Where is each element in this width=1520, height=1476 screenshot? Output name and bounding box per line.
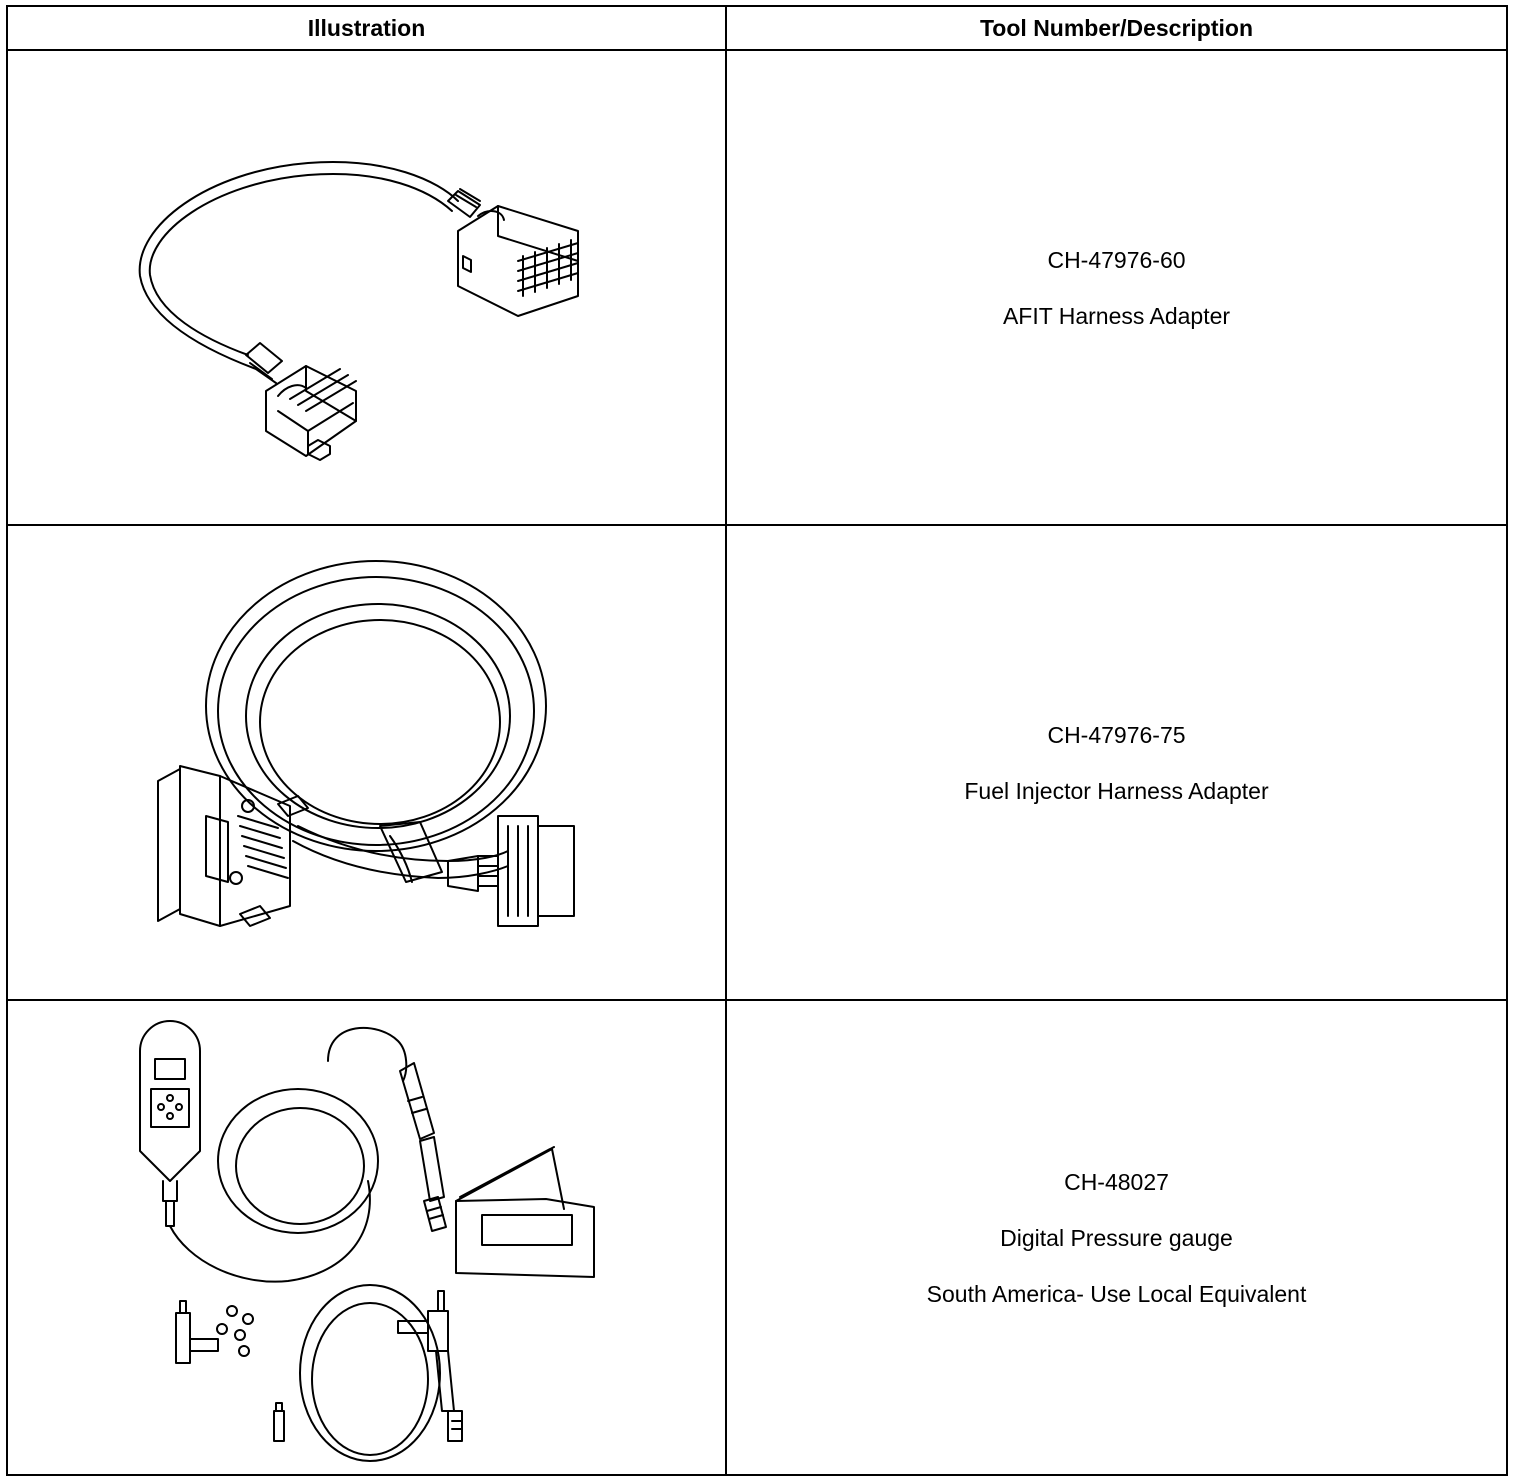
tool-description-cell: CH-48027 Digital Pressure gauge South Am… — [725, 999, 1508, 1476]
tool-description-cell: CH-47976-60 AFIT Harness Adapter — [725, 49, 1508, 526]
tool-number: CH-48027 — [1064, 1168, 1169, 1195]
illustration-cell — [6, 524, 727, 1001]
tool-number: CH-47976-60 — [1047, 246, 1186, 273]
tool-column-header: Tool Number/Description — [725, 5, 1508, 51]
illustration-cell — [6, 999, 727, 1476]
table-row: CH-47976-60 AFIT Harness Adapter — [6, 49, 1508, 526]
tool-regional-note: South America- Use Local Equivalent — [926, 1280, 1307, 1307]
illustration-cell — [6, 49, 727, 526]
afit-harness-adapter-icon — [8, 51, 725, 522]
tool-description: Digital Pressure gauge — [1000, 1224, 1233, 1251]
illustration-column-header: Illustration — [6, 5, 727, 51]
table-header-row: Illustration Tool Number/Description — [6, 5, 1508, 51]
table-row: CH-47976-75 Fuel Injector Harness Adapte… — [6, 524, 1508, 1001]
tool-table-container: Illustration Tool Number/Description — [6, 5, 1508, 1476]
digital-pressure-gauge-icon — [8, 1001, 725, 1472]
tool-description: AFIT Harness Adapter — [1002, 302, 1231, 329]
tool-description: Fuel Injector Harness Adapter — [964, 777, 1269, 804]
tool-description-cell: CH-47976-75 Fuel Injector Harness Adapte… — [725, 524, 1508, 1001]
special-tools-table: Illustration Tool Number/Description — [6, 5, 1508, 1476]
table-row: CH-48027 Digital Pressure gauge South Am… — [6, 999, 1508, 1476]
tool-number: CH-47976-75 — [1047, 721, 1186, 748]
fuel-injector-harness-adapter-icon — [8, 526, 725, 997]
